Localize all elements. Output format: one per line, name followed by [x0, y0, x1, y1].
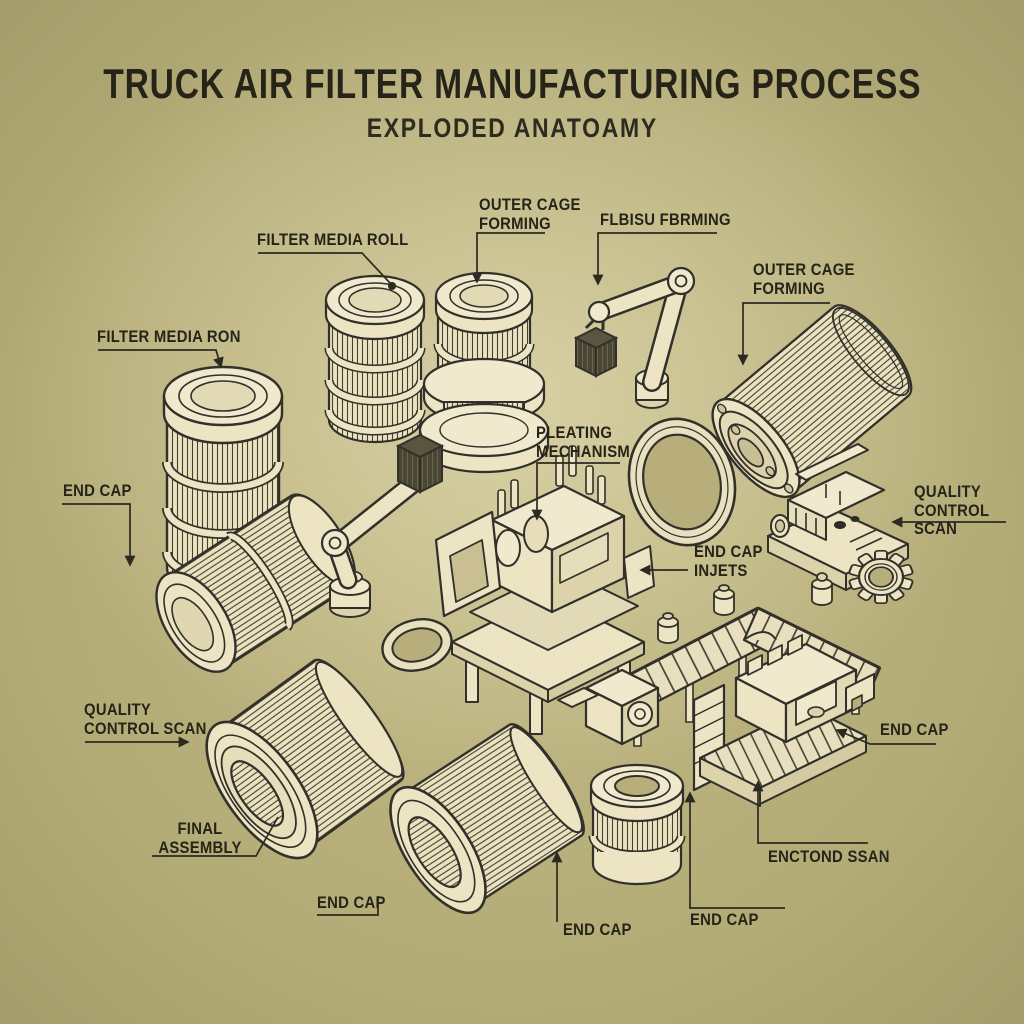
robot-arm-mid	[320, 433, 445, 618]
label-end-cap-bottom-right: END CAP	[690, 911, 759, 929]
end-cap-bottom-filter	[389, 723, 585, 915]
leader-end-cap-left	[62, 503, 136, 567]
label-enctond-ssan: ENCTOND SSAN	[768, 848, 890, 866]
label-flbisu-forming: FLBISU FBRMING	[600, 211, 731, 229]
label-end-cap-right: END CAP	[880, 721, 949, 739]
label-final-assembly: FINAL ASSEMBLY	[158, 820, 242, 857]
label-end-cap-left: END CAP	[63, 482, 132, 500]
leader-outer-cage-right	[737, 302, 830, 366]
leader-end-cap-bottom-left	[317, 896, 379, 916]
label-outer-cage-forming-right: OUTER CAGE FORMING	[753, 261, 855, 298]
label-pleating-mechanism: PLEATING MECHANISM	[536, 424, 631, 461]
final-assembly-filter	[205, 658, 405, 860]
page-subtitle: EXPLODED ANATOAMY	[366, 113, 658, 143]
gear	[848, 549, 914, 605]
label-filter-media-roll: FILTER MEDIA ROLL	[257, 231, 409, 249]
leader-lines	[62, 232, 1006, 922]
leader-filter-media-roll	[258, 252, 391, 284]
small-upright-filter	[588, 763, 686, 886]
label-end-cap-injets: END CAP INJETS	[694, 543, 763, 580]
label-filter-media-ron: FILTER MEDIA RON	[97, 328, 241, 346]
leader-flbisu	[592, 232, 717, 286]
leader-filter-media-ron	[98, 349, 224, 369]
page-title: TRUCK AIR FILTER MANUFACTURING PROCESS	[102, 60, 922, 107]
label-end-cap-bottom-mid: END CAP	[563, 921, 632, 939]
label-end-cap-bottom-left: END CAP	[317, 894, 386, 912]
gasket-small	[381, 618, 453, 672]
leader-enctond	[752, 780, 868, 844]
outer-cage-right-cylinder	[711, 304, 913, 499]
label-quality-control-scan-right: QUALITY CONTROL SCAN	[914, 483, 990, 539]
leader-end-cap-bottom-right	[684, 791, 785, 909]
leader-pleating	[531, 462, 620, 521]
leader-outer-cage-top	[471, 232, 545, 284]
robot-arm-top	[573, 266, 696, 409]
pleating-machine	[434, 445, 655, 735]
label-quality-control-scan-left: QUALITY CONTROL SCAN	[84, 701, 207, 738]
leader-end-cap-right	[835, 728, 936, 745]
outer-cage-forming-cylinder	[418, 271, 550, 474]
gasket-large	[627, 417, 737, 547]
end-cap-machine	[692, 634, 875, 807]
filter-media-roll-cylinder	[324, 274, 426, 444]
label-outer-cage-forming-top: OUTER CAGE FORMING	[479, 196, 581, 233]
leader-dot	[388, 282, 396, 290]
leader-final-assembly	[152, 816, 279, 857]
